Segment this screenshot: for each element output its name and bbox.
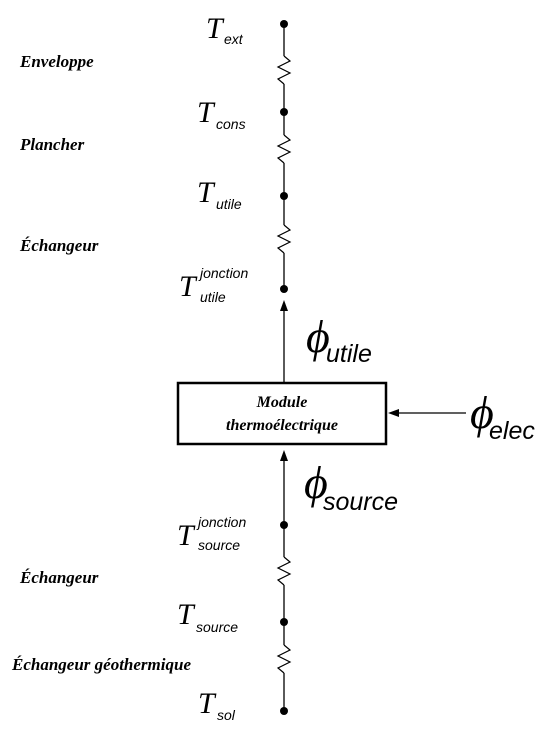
svg-text:source: source — [198, 537, 240, 553]
svg-text:source: source — [323, 488, 398, 516]
node-t-utile — [280, 192, 288, 200]
svg-text:T: T — [177, 519, 196, 552]
node-t-sol — [280, 707, 288, 715]
node-t-source — [280, 618, 288, 626]
arrow-phi-source-head — [280, 450, 288, 461]
module-line1: Module — [256, 394, 308, 411]
node-t-source-jonction — [280, 521, 288, 529]
svg-text:ϕ: ϕ — [470, 387, 494, 438]
node-t-ext — [280, 20, 288, 28]
svg-text:source: source — [196, 619, 238, 635]
resistor-echangeur-bottom — [276, 556, 292, 586]
flow-phi-source: ϕ source — [304, 457, 398, 516]
temp-t-cons: T cons — [197, 96, 246, 132]
temp-t-utile-jonction: T jonction utile — [179, 265, 248, 305]
svg-text:cons: cons — [216, 116, 246, 132]
module-box — [176, 381, 388, 446]
svg-text:T: T — [206, 12, 225, 45]
svg-text:T: T — [198, 687, 217, 720]
module-line2: thermoélectrique — [226, 417, 338, 434]
svg-text:T: T — [177, 598, 196, 631]
flow-phi-utile: ϕ utile — [306, 311, 372, 368]
label-enveloppe: Enveloppe — [19, 52, 94, 71]
svg-text:utile: utile — [216, 196, 242, 212]
svg-text:ϕ: ϕ — [304, 457, 328, 508]
svg-text:utile: utile — [200, 289, 226, 305]
node-t-cons — [280, 108, 288, 116]
svg-text:T: T — [197, 176, 216, 209]
resistor-echangeur-geo — [276, 644, 292, 674]
flow-phi-elec: ϕ elec — [470, 387, 535, 445]
temp-t-ext: T ext — [206, 12, 244, 47]
label-plancher: Plancher — [19, 135, 85, 154]
svg-text:ext: ext — [224, 31, 244, 47]
node-t-utile-jonction — [280, 285, 288, 293]
svg-text:jonction: jonction — [196, 514, 246, 530]
resistor-enveloppe — [276, 55, 292, 85]
label-echangeur-geothermique: Échangeur géothermique — [11, 655, 191, 674]
arrow-phi-utile-head — [280, 300, 288, 311]
svg-text:T: T — [197, 96, 216, 129]
label-echangeur-top: Échangeur — [19, 236, 99, 255]
svg-text:utile: utile — [326, 340, 372, 368]
temp-t-utile: T utile — [197, 176, 242, 212]
svg-text:sol: sol — [217, 707, 236, 723]
arrow-phi-elec-head — [388, 409, 399, 417]
temp-t-source: T source — [177, 598, 238, 635]
temp-t-source-jonction: T jonction source — [177, 514, 246, 553]
temp-t-sol: T sol — [198, 687, 236, 723]
svg-text:ϕ: ϕ — [306, 311, 330, 362]
svg-text:elec: elec — [489, 417, 535, 445]
label-echangeur-bottom: Échangeur — [19, 568, 99, 587]
resistor-plancher — [276, 134, 292, 164]
svg-text:T: T — [179, 270, 198, 303]
resistor-echangeur-top — [276, 224, 292, 254]
svg-text:jonction: jonction — [198, 265, 248, 281]
